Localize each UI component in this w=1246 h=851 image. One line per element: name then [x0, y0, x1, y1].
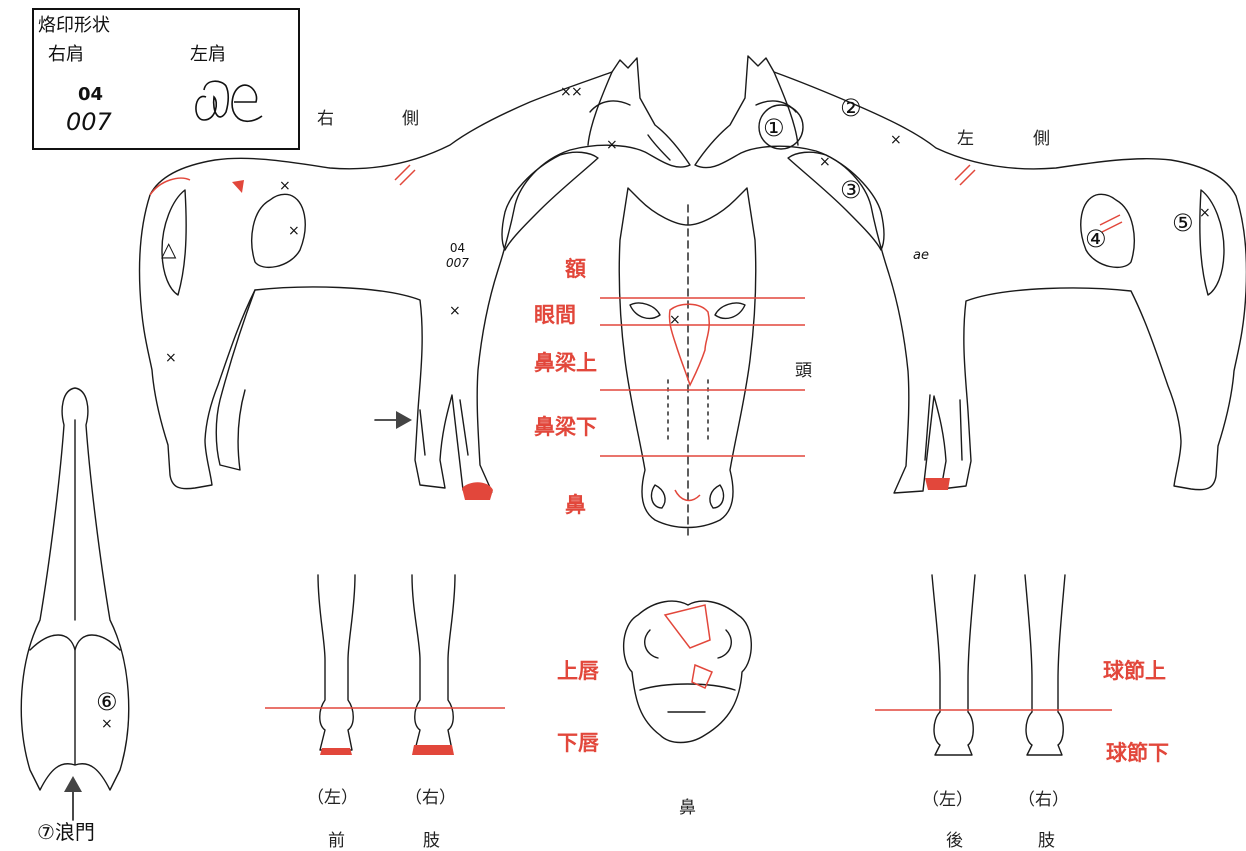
zone-below-fetlock: 球節下	[1106, 737, 1169, 767]
x-mark: ×	[1199, 206, 1211, 220]
brand-box-title: 烙印形状	[38, 11, 110, 37]
left-body-brand-symbol: ae	[913, 248, 929, 263]
zone-upper-lip: 上唇	[557, 655, 599, 685]
x-mark: ×	[560, 85, 572, 99]
left-side-label-1: 左	[957, 124, 974, 149]
x-mark: ×	[606, 138, 618, 152]
forelimb-title-1: 前	[328, 826, 345, 851]
x-mark: ×	[571, 85, 583, 99]
zone-above-fetlock: 球節上	[1103, 655, 1166, 685]
marker-4: ④	[1085, 227, 1107, 251]
front-head	[619, 188, 756, 535]
x-mark: ×	[288, 224, 300, 238]
left-shoulder-brand-glyph	[184, 72, 274, 137]
marker-3: ③	[840, 178, 862, 202]
hindlegs	[932, 575, 1065, 755]
body-brand-code-line1: 04	[446, 241, 469, 256]
body-brand-code: 04 007	[446, 241, 469, 271]
zone-lower-lip: 下唇	[557, 727, 599, 757]
left-shoulder-label: 左肩	[190, 40, 226, 66]
hindlimb-title-1: 後	[946, 826, 963, 851]
zone-forehead: 額	[565, 253, 586, 283]
nose-view	[624, 601, 752, 742]
zone-nose: 鼻	[565, 489, 586, 519]
marker-5: ⑤	[1172, 211, 1194, 235]
marker-2: ②	[840, 96, 862, 120]
brand-shape-box: 烙印形状 右肩 左肩 04 007	[32, 8, 300, 150]
x-mark: ×	[101, 717, 113, 731]
forelimb-left-label: （左）	[307, 783, 358, 808]
right-shoulder-code-line1: 04	[78, 84, 103, 105]
zone-upper-nasal-bridge: 鼻梁上	[534, 347, 597, 377]
hindlimb-title-2: 肢	[1038, 826, 1055, 851]
x-mark: ×	[890, 133, 902, 147]
zone-between-eyes: 眼間	[534, 299, 576, 329]
marker-1: ①	[763, 116, 785, 140]
forelimb-right-label: （右）	[405, 783, 456, 808]
forelimb-title-2: 肢	[423, 826, 440, 851]
marker-7-label: ⑦浪門	[37, 816, 95, 845]
right-side-label-1: 右	[317, 104, 334, 129]
right-side-label-2: 側	[402, 104, 419, 129]
zone-lower-nasal-bridge: 鼻梁下	[534, 411, 597, 441]
arrow-head-tail	[64, 776, 82, 792]
x-mark: ×	[449, 304, 461, 318]
arrow-head-leg	[396, 411, 412, 429]
right-shoulder-label: 右肩	[48, 40, 84, 66]
head-label: 頭	[795, 356, 812, 381]
x-mark: ×	[819, 155, 831, 169]
x-mark: ×	[279, 179, 291, 193]
forelegs	[318, 575, 455, 750]
body-brand-code-line2: 007	[446, 256, 469, 271]
right-shoulder-code-line2: 007	[66, 108, 112, 136]
hindlimb-left-label: （左）	[922, 785, 973, 810]
red-markings	[150, 165, 1122, 710]
triangle-marker: △	[161, 237, 176, 261]
x-mark: ×	[669, 313, 681, 327]
marker-6: ⑥	[96, 690, 118, 714]
x-mark: ×	[165, 351, 177, 365]
hindlimb-right-label: （右）	[1018, 785, 1069, 810]
left-side-label-2: 側	[1033, 124, 1050, 149]
nose-view-label: 鼻	[679, 793, 696, 818]
